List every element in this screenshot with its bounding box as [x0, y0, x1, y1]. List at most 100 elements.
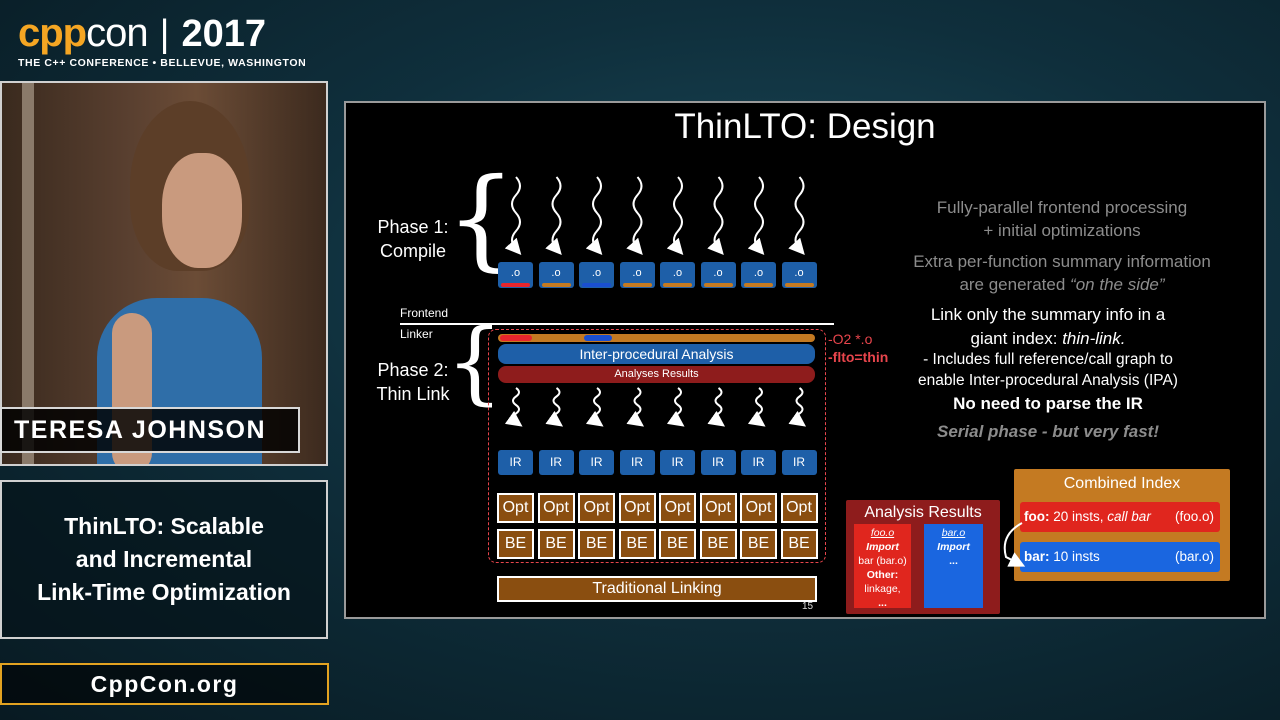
- object-files-row: .o .o .o .o .o .o .o .o: [498, 262, 818, 290]
- talk-title-panel: ThinLTO: Scalable and Incremental Link-T…: [0, 480, 328, 639]
- analysis-results-title: Analysis Results: [864, 504, 982, 521]
- logo-con: con: [86, 11, 148, 55]
- object-file: .o: [700, 262, 736, 288]
- speaker-face: [162, 153, 242, 268]
- speaker-name-plate: TERESA JOHNSON: [0, 407, 300, 453]
- be-box: BE: [537, 529, 575, 559]
- index-entry-bar: bar: 10 insts (bar.o): [1020, 542, 1220, 572]
- note-includes-2: enable Inter-procedural Analysis (IPA): [918, 372, 1178, 389]
- note-no-parse: No need to parse the IR: [953, 394, 1143, 413]
- be-box: BE: [497, 529, 534, 559]
- call-edge-arrow: [1003, 522, 1026, 567]
- phase1-brace: {: [446, 154, 516, 282]
- ir-module: IR: [579, 450, 614, 475]
- squiggle-arrow: [788, 387, 807, 427]
- logo-subtitle: THE C++ CONFERENCE • BELLEVUE, WASHINGTO…: [18, 57, 307, 69]
- squiggle-arrow: [585, 176, 603, 255]
- ipa-bar: Inter-procedural Analysis: [498, 344, 815, 364]
- analysis-results-panel: Analysis Results foo.o Import bar (bar.o…: [846, 500, 1000, 614]
- squiggle-arrow: [707, 176, 724, 255]
- opt-box: Opt: [578, 493, 615, 523]
- traditional-linking-bar: Traditional Linking: [497, 576, 817, 602]
- object-file: .o: [579, 262, 614, 288]
- slide-title: ThinLTO: Design: [674, 107, 936, 146]
- squiggle-arrow: [666, 387, 685, 427]
- foo-results-card: foo.o Import bar (bar.o) Other: linkage,…: [854, 524, 911, 609]
- note-link-1: Link only the summary info in a: [930, 305, 1166, 324]
- be-box: BE: [780, 529, 818, 559]
- be-box: BE: [618, 529, 656, 559]
- index-entry-foo: foo: 20 insts, call bar (foo.o): [1020, 502, 1220, 532]
- be-box: BE: [740, 529, 777, 559]
- squiggle-arrow: [626, 387, 645, 427]
- page-number: 15: [802, 601, 814, 612]
- object-file: .o: [741, 262, 776, 288]
- note-parallel-1: Fully-parallel frontend processing: [936, 198, 1188, 217]
- squiggle-arrow: [747, 176, 765, 255]
- note-parallel-2: + initial optimizations: [983, 221, 1141, 240]
- slide: ThinLTO: Design Phase 1: Compile { .o .o…: [344, 101, 1266, 619]
- summary-bar: [498, 334, 815, 342]
- be-box: BE: [578, 529, 615, 559]
- logo-cpp: cpp: [18, 11, 87, 55]
- summary-foo-segment: [500, 335, 532, 341]
- ir-module: IR: [660, 450, 695, 475]
- linker-label: Linker: [400, 327, 433, 341]
- squiggle-arrow: [666, 176, 684, 255]
- opt-box: Opt: [497, 493, 534, 523]
- note-serial: Serial phase - but very fast!: [936, 422, 1160, 441]
- ir-module: IR: [700, 450, 736, 475]
- opt-box: Opt: [699, 493, 737, 523]
- flag-o2: -O2 *.o: [828, 331, 873, 347]
- logo-separator: |: [159, 13, 170, 55]
- summary-bar-segment: [584, 335, 612, 341]
- logo-year: 2017: [181, 13, 267, 55]
- frontend-label: Frontend: [400, 306, 449, 320]
- analyses-results-bar: Analyses Results: [498, 366, 815, 383]
- squiggle-arrow: [626, 176, 643, 255]
- ir-module: IR: [538, 450, 574, 475]
- note-summary-2: are generated “on the side”: [959, 275, 1165, 294]
- combined-index-panel: Combined Index foo: 20 insts, call bar (…: [1014, 469, 1230, 581]
- opt-box: Opt: [537, 493, 575, 523]
- note-link-2: giant index: thin-link.: [970, 329, 1126, 348]
- site-link[interactable]: CppCon.org: [0, 663, 329, 705]
- object-file: .o: [781, 262, 817, 288]
- combined-index-title: Combined Index: [1063, 475, 1181, 492]
- note-summary-1: Extra per-function summary information: [913, 252, 1211, 271]
- phase2-squiggles: [504, 387, 807, 427]
- opt-box: Opt: [659, 493, 696, 523]
- squiggle-arrow: [788, 176, 805, 255]
- ir-module: IR: [619, 450, 655, 475]
- squiggle-arrow: [707, 387, 726, 427]
- be-row: BE BE BE BE BE BE BE BE: [497, 529, 819, 561]
- object-file: .o: [498, 262, 533, 288]
- phase1-label: Phase 1: Compile: [377, 217, 449, 261]
- ir-row: IR IR IR IR IR IR IR IR: [498, 450, 818, 476]
- note-includes-1: - Includes full reference/call graph to: [923, 351, 1173, 368]
- phase1-squiggles: [504, 176, 805, 255]
- opt-box: Opt: [618, 493, 656, 523]
- talk-title: ThinLTO: Scalable and Incremental Link-T…: [37, 513, 291, 605]
- object-file: .o: [660, 262, 695, 288]
- opt-row: Opt Opt Opt Opt Opt Opt Opt Opt: [497, 493, 819, 525]
- be-box: BE: [699, 529, 737, 559]
- background-pillar: [22, 83, 34, 464]
- object-file: .o: [538, 262, 574, 288]
- ir-module: IR: [741, 450, 776, 475]
- thin-link-region: [488, 329, 826, 563]
- squiggle-arrow: [585, 387, 604, 427]
- flag-flto: -flto=thin: [828, 349, 889, 365]
- squiggle-arrow: [504, 176, 522, 255]
- squiggle-arrow: [545, 387, 564, 427]
- squiggle-arrow: [545, 176, 562, 255]
- be-box: BE: [659, 529, 696, 559]
- frontend-linker-divider: [400, 323, 834, 325]
- ir-module: IR: [781, 450, 817, 475]
- squiggle-arrow: [504, 387, 523, 427]
- opt-box: Opt: [780, 493, 818, 523]
- ir-module: IR: [498, 450, 533, 475]
- object-file: .o: [619, 262, 655, 288]
- squiggle-arrow: [747, 387, 766, 427]
